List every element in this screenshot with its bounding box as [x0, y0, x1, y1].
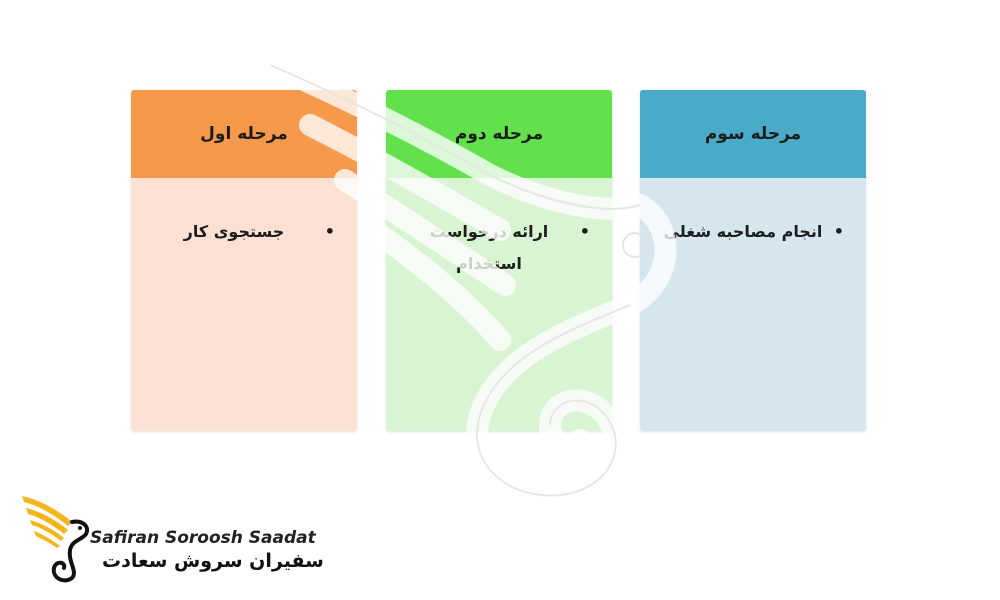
stage-3-title: مرحله سوم	[704, 124, 802, 144]
list-item-text: جستجوی کار	[183, 222, 285, 241]
stage-1-list: • جستجوی کار	[153, 216, 335, 248]
bullet-icon: •	[324, 222, 335, 241]
stage-3-header: مرحله سوم	[640, 90, 866, 178]
logo-persian-name: سفیران سروش سعادت	[102, 550, 324, 572]
stage-1-body: • جستجوی کار	[131, 178, 357, 431]
list-item: • جستجوی کار	[153, 216, 335, 248]
list-item: • ارائه درخواست استخدام	[408, 216, 590, 280]
stage-card-3: مرحله سوم • انجام مصاحبه شغلی	[640, 90, 866, 431]
stage-3-body: • انجام مصاحبه شغلی	[640, 178, 866, 431]
stage-2-body: • ارائه درخواست استخدام	[386, 178, 612, 431]
list-item: • انجام مصاحبه شغلی	[662, 216, 844, 248]
list-item-text: ارائه درخواست استخدام	[429, 222, 549, 273]
logo-english-name: Safiran Soroosh Saadat	[90, 528, 316, 548]
stage-2-list: • ارائه درخواست استخدام	[408, 216, 590, 280]
golden-wing-icon	[22, 496, 89, 583]
stage-2-header: مرحله دوم	[386, 90, 612, 178]
bullet-icon: •	[833, 222, 844, 241]
bullet-icon: •	[579, 222, 590, 241]
stage-1-title: مرحله اول	[200, 124, 288, 144]
list-item-text: انجام مصاحبه شغلی	[663, 222, 823, 241]
stage-card-1: مرحله اول • جستجوی کار	[131, 90, 357, 431]
stage-card-2: مرحله دوم • ارائه درخواست استخدام	[386, 90, 612, 431]
stage-2-title: مرحله دوم	[454, 124, 544, 144]
stage-1-header: مرحله اول	[131, 90, 357, 178]
company-logo: Safiran Soroosh Saadat سفیران سروش سعادت	[20, 490, 324, 585]
stage-3-list: • انجام مصاحبه شغلی	[662, 216, 844, 248]
